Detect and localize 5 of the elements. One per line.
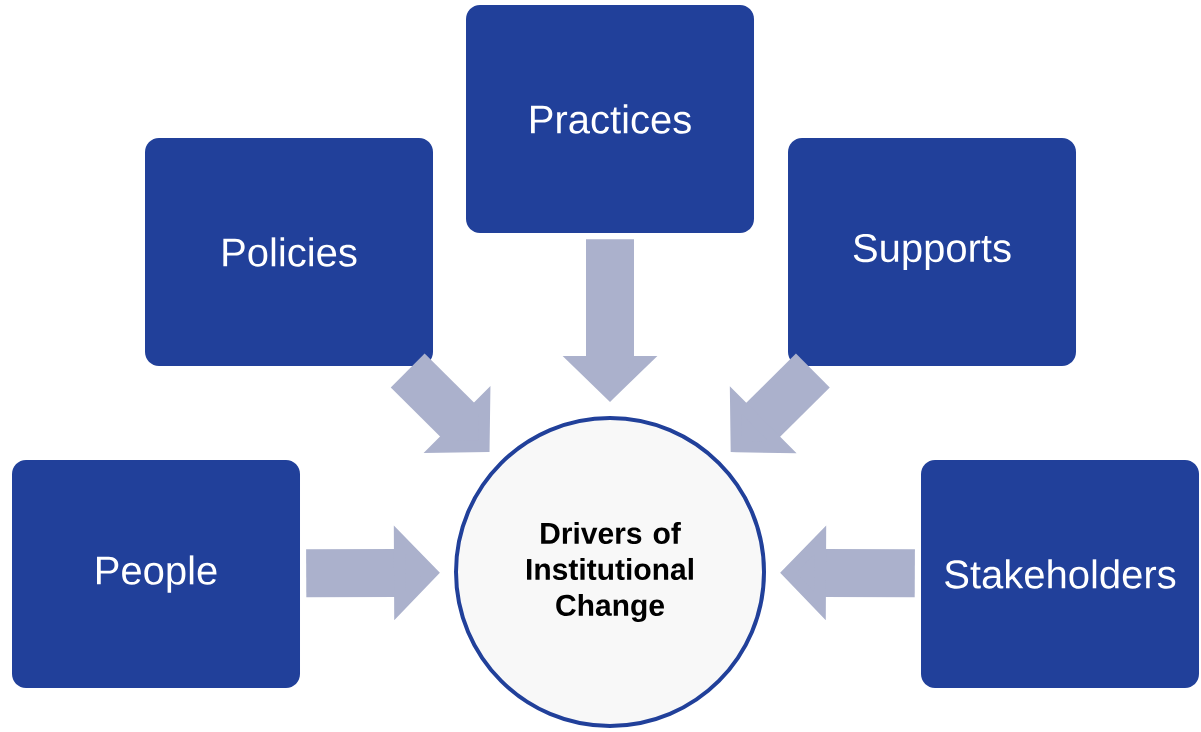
process-box: People [12, 460, 300, 688]
process-box: Policies [145, 138, 433, 366]
process-box: Practices [466, 5, 754, 233]
process-box: Stakeholders [921, 460, 1199, 688]
process-box: Supports [788, 138, 1076, 366]
